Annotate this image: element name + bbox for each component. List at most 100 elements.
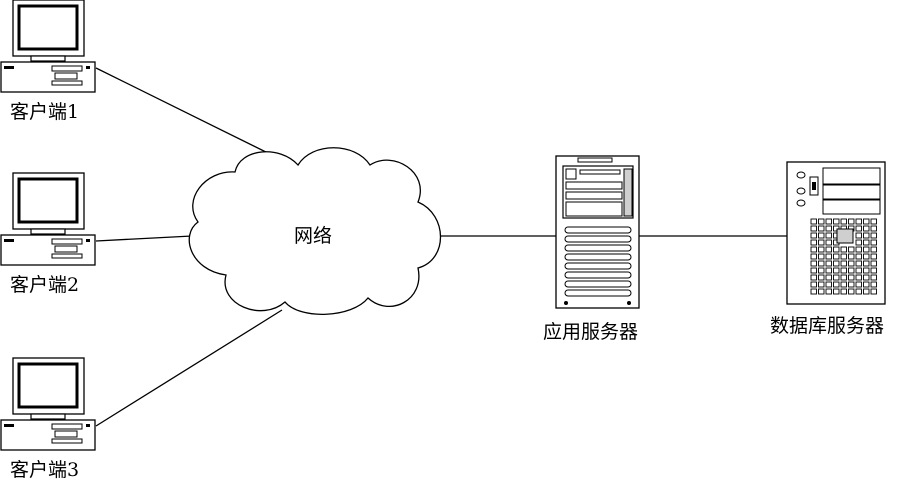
db-grid-cell bbox=[825, 281, 832, 288]
db-grid-cell bbox=[825, 246, 832, 253]
db-grid-cell bbox=[818, 225, 825, 232]
network-label: 网络 bbox=[294, 225, 332, 247]
db-grid-cell bbox=[855, 225, 862, 232]
db-server-icon bbox=[786, 161, 886, 305]
db-grid-cell bbox=[833, 274, 840, 281]
db-grid-cell bbox=[863, 253, 870, 260]
db-grid-cell bbox=[870, 246, 877, 253]
db-grid-cell bbox=[863, 267, 870, 274]
db-grid-cell bbox=[840, 253, 847, 260]
db-grid-cell bbox=[810, 232, 817, 239]
db-grid-cell bbox=[840, 260, 847, 267]
client-3-computer-icon bbox=[0, 356, 97, 452]
db-grid-cell bbox=[833, 288, 840, 295]
db-grid-cell bbox=[855, 267, 862, 274]
db-grid-cell bbox=[818, 232, 825, 239]
db-grid-cell bbox=[870, 260, 877, 267]
db-grid-cell bbox=[810, 288, 817, 295]
db-grid-cell bbox=[818, 246, 825, 253]
db-grid-cell bbox=[855, 239, 862, 246]
db-grid-cell bbox=[818, 218, 825, 225]
client-2-computer-icon bbox=[0, 171, 97, 267]
client-1-computer-icon bbox=[0, 0, 97, 94]
db-grid-cell bbox=[848, 253, 855, 260]
db-grid-cell bbox=[870, 239, 877, 246]
db-grid-cell bbox=[863, 281, 870, 288]
db-grid-cell bbox=[810, 218, 817, 225]
connections bbox=[95, 67, 787, 427]
db-server-label: 数据库服务器 bbox=[770, 315, 884, 337]
db-grid-cell bbox=[855, 260, 862, 267]
network-cloud-icon bbox=[188, 147, 441, 315]
db-grid-cell bbox=[810, 267, 817, 274]
db-grid-cell bbox=[833, 246, 840, 253]
db-grid-cell bbox=[840, 274, 847, 281]
db-grid-cell bbox=[870, 218, 877, 225]
db-grid-cell bbox=[863, 274, 870, 281]
db-grid-cell bbox=[855, 281, 862, 288]
db-grid-cell bbox=[810, 274, 817, 281]
db-grid-cell bbox=[818, 260, 825, 267]
db-grid-cell bbox=[825, 260, 832, 267]
db-grid-cell bbox=[855, 218, 862, 225]
db-grid-cell bbox=[825, 274, 832, 281]
db-grid-cell bbox=[818, 267, 825, 274]
db-grid-cell bbox=[870, 288, 877, 295]
db-grid-cell bbox=[825, 232, 832, 239]
db-grid-cell bbox=[818, 288, 825, 295]
link-client3-network bbox=[95, 309, 283, 427]
client-1-label: 客户端1 bbox=[10, 101, 79, 123]
db-grid-cell bbox=[848, 260, 855, 267]
db-grid-cell bbox=[848, 218, 855, 225]
db-grid-cell bbox=[855, 253, 862, 260]
db-grid-cell bbox=[840, 246, 847, 253]
db-grid-cell bbox=[855, 232, 862, 239]
db-grid-cell bbox=[833, 218, 840, 225]
db-grid-cell bbox=[870, 267, 877, 274]
db-grid-cell bbox=[833, 267, 840, 274]
db-grid-cell bbox=[810, 281, 817, 288]
db-grid-cell bbox=[870, 232, 877, 239]
db-grid-cell bbox=[848, 274, 855, 281]
db-grid-cell bbox=[810, 225, 817, 232]
db-grid-cell bbox=[848, 267, 855, 274]
app-server-label: 应用服务器 bbox=[543, 321, 638, 343]
link-client2-network bbox=[95, 235, 193, 242]
db-grid-cell bbox=[825, 218, 832, 225]
db-grid-cell bbox=[848, 288, 855, 295]
db-grid-cell bbox=[863, 260, 870, 267]
app-server-icon bbox=[555, 155, 640, 309]
db-grid-cell bbox=[870, 225, 877, 232]
db-grid-cell bbox=[810, 260, 817, 267]
db-grid-cell bbox=[810, 239, 817, 246]
db-grid-cell bbox=[810, 246, 817, 253]
db-grid-cell bbox=[840, 288, 847, 295]
db-grid-cell bbox=[833, 260, 840, 267]
db-grid-cell bbox=[863, 218, 870, 225]
db-grid-cell bbox=[833, 253, 840, 260]
db-grid-cell bbox=[840, 267, 847, 274]
db-grid-cell bbox=[863, 225, 870, 232]
db-grid-cell bbox=[870, 274, 877, 281]
db-grid-cell bbox=[825, 267, 832, 274]
link-client1-network bbox=[95, 67, 283, 161]
db-grid-cell bbox=[818, 253, 825, 260]
db-grid-cell bbox=[870, 253, 877, 260]
client-3-label: 客户端3 bbox=[10, 459, 79, 481]
db-grid-cell bbox=[840, 281, 847, 288]
db-grid-cell bbox=[840, 218, 847, 225]
db-grid-cell bbox=[855, 288, 862, 295]
db-grid-cell bbox=[825, 225, 832, 232]
db-grid-cell bbox=[863, 239, 870, 246]
db-grid-cell bbox=[848, 246, 855, 253]
db-grid-cell bbox=[825, 253, 832, 260]
db-grid-cell bbox=[863, 246, 870, 253]
db-grid-cell bbox=[870, 281, 877, 288]
db-grid-cell bbox=[818, 281, 825, 288]
db-grid-cell bbox=[863, 288, 870, 295]
db-grid-cell bbox=[848, 281, 855, 288]
db-grid-cell bbox=[818, 274, 825, 281]
db-grid-cell bbox=[855, 274, 862, 281]
db-grid-cell bbox=[825, 239, 832, 246]
